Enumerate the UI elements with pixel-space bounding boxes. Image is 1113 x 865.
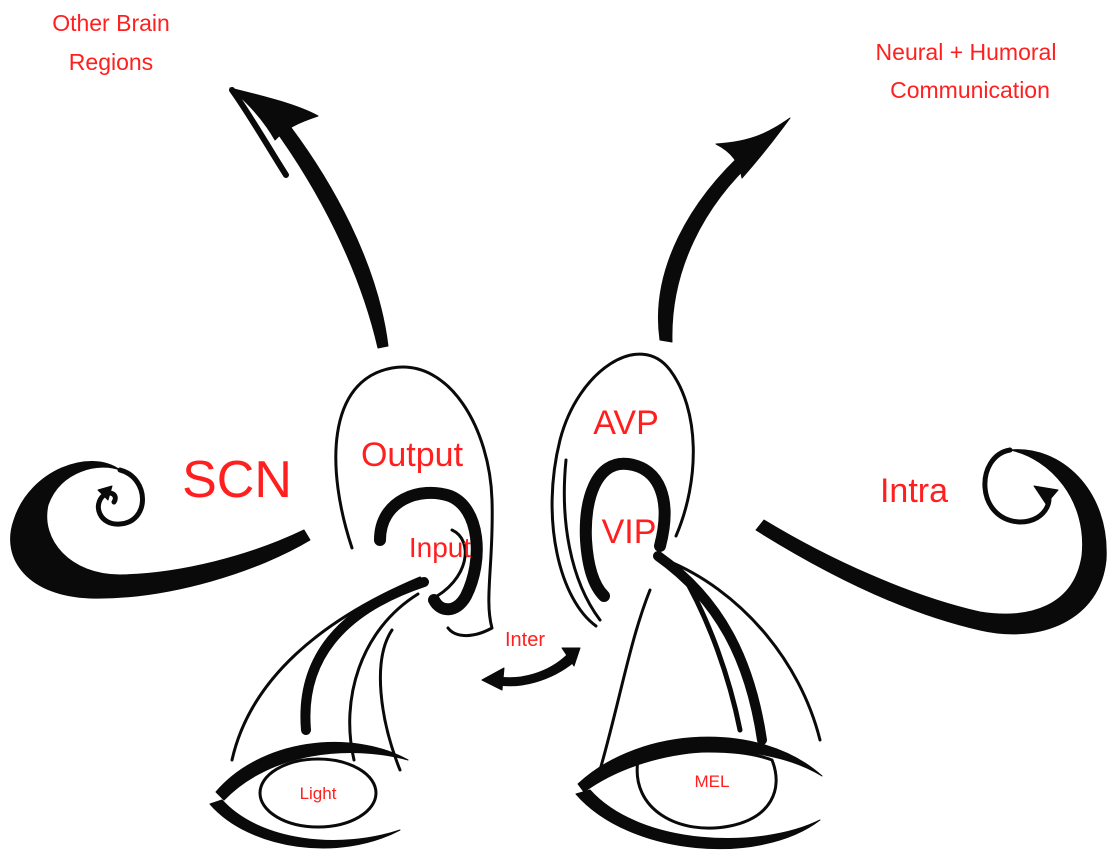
inter-arrow-body	[494, 654, 574, 686]
arrow-left-head	[230, 88, 318, 140]
label-vip: VIP	[602, 513, 657, 551]
arrow-left-shaft	[268, 112, 388, 348]
label-other-brain-regions-line1: Other Brain	[52, 10, 170, 36]
labels: Other Brain Regions Neural + Humoral Com…	[52, 10, 1056, 803]
label-neural-humoral-line2: Communication	[890, 77, 1050, 103]
label-inter: Inter	[505, 629, 545, 651]
right-eye-lower-lid	[576, 790, 820, 849]
label-neural-humoral-line1: Neural + Humoral	[876, 39, 1057, 65]
label-intra: Intra	[880, 472, 948, 510]
label-output: Output	[361, 436, 464, 474]
right-lobe	[552, 354, 693, 626]
arrow-neural-humoral	[658, 118, 790, 342]
label-light: Light	[300, 784, 337, 803]
left-fiber-bundle	[232, 578, 424, 770]
label-input: Input	[409, 532, 471, 563]
label-scn: SCN	[182, 451, 292, 509]
label-other-brain-regions-line2: Regions	[69, 49, 153, 75]
inter-arrow	[482, 648, 580, 690]
label-mel: MEL	[695, 772, 730, 791]
label-avp: AVP	[593, 404, 659, 442]
right-lobe-outer	[552, 354, 693, 626]
right-eye	[576, 737, 822, 849]
arrow-other-brain-regions	[230, 88, 388, 348]
